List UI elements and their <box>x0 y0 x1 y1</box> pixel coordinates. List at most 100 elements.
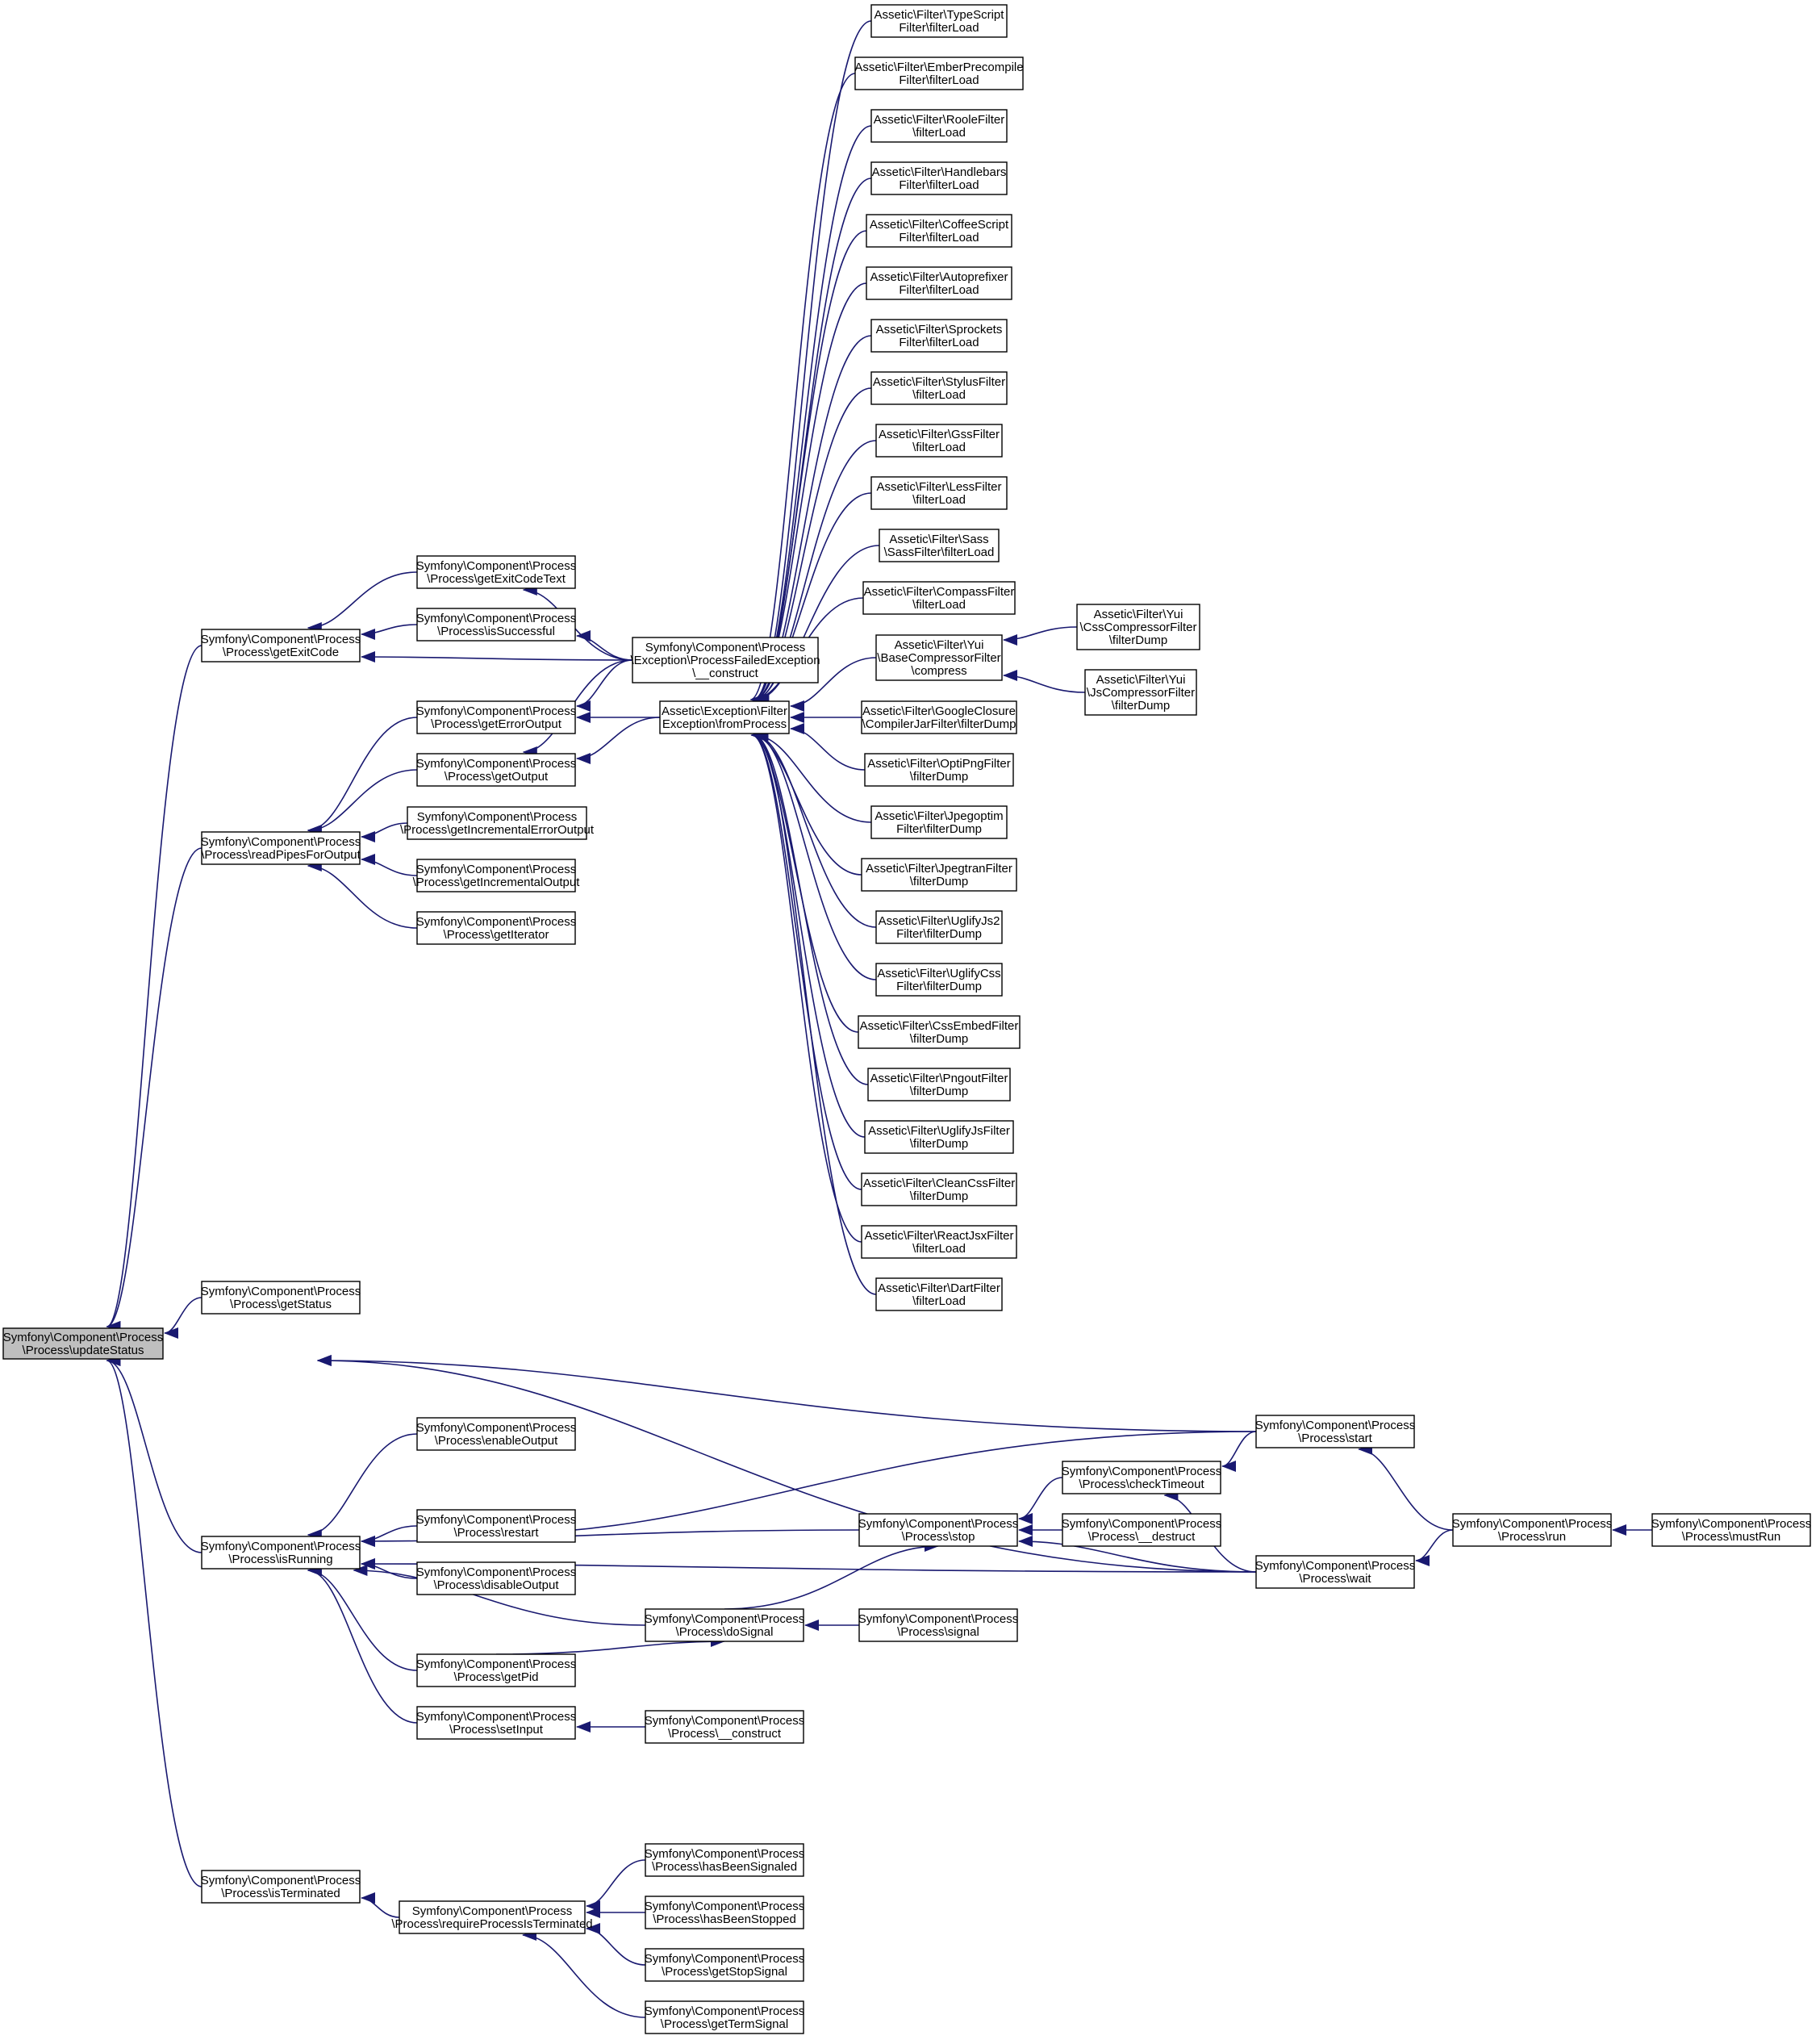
node-processFailedConstruct[interactable]: Symfony\Component\Process\Exception\Proc… <box>630 637 820 683</box>
node-pngout[interactable]: Assetic\Filter\PngoutFilter\filterDump <box>867 1068 1011 1101</box>
node-enableOutput[interactable]: Symfony\Component\Process\Process\enable… <box>416 1417 576 1451</box>
edge-getPid-to-doSignal <box>495 1636 725 1655</box>
node-handlebars[interactable]: Assetic\Filter\HandlebarsFilter\filterLo… <box>870 161 1008 195</box>
edge-pngout-to-fromProcess <box>752 729 869 1085</box>
edge-fromProcess-to-getOutput <box>576 717 661 764</box>
node-typeScript[interactable]: Assetic\Filter\TypeScriptFilter\filterLo… <box>870 4 1008 38</box>
edge-uglifyCss-to-fromProcess <box>753 729 877 980</box>
node-yuiCompress[interactable]: Assetic\Filter\Yui\BaseCompressorFilter\… <box>875 634 1003 681</box>
node-fromProcess[interactable]: Assetic\Exception\FilterException\fromPr… <box>659 700 790 734</box>
node-label-line: Symfony\Component\Process <box>416 1710 576 1724</box>
node-getIncrementalErrorOutput[interactable]: Symfony\Component\Process\Process\getInc… <box>400 806 595 840</box>
node-box <box>416 555 576 589</box>
node-checkTimeout[interactable]: Symfony\Component\Process\Process\checkT… <box>1062 1461 1221 1494</box>
node-getExitCode[interactable]: Symfony\Component\Process\Process\getExi… <box>201 629 361 663</box>
node-getTermSignal[interactable]: Symfony\Component\Process\Process\getTer… <box>645 2000 804 2034</box>
node-getIterator[interactable]: Symfony\Component\Process\Process\getIte… <box>416 911 576 945</box>
node-label-line: \Process\getTermSignal <box>661 2017 788 2031</box>
node-signal[interactable]: Symfony\Component\Process\Process\signal <box>858 1608 1018 1642</box>
node-label-line: Symfony\Component\Process <box>416 915 576 929</box>
node-getOutput[interactable]: Symfony\Component\Process\Process\getOut… <box>416 753 576 787</box>
node-label-line: Symfony\Component\Process <box>201 633 361 646</box>
node-uglifyJs2[interactable]: Assetic\Filter\UglifyJs2Filter\filterDum… <box>875 910 1003 944</box>
node-label-line: Assetic\Filter\Sass <box>889 533 988 546</box>
node-label-line: Assetic\Filter\UglifyJsFilter <box>868 1124 1010 1138</box>
node-box <box>858 1015 1021 1049</box>
node-setInput[interactable]: Symfony\Component\Process\Process\setInp… <box>416 1706 576 1740</box>
node-box <box>875 910 1003 944</box>
node-less[interactable]: Assetic\Filter\LessFilter\filterLoad <box>870 476 1008 510</box>
node-label-line: \Process\getOutput <box>445 770 549 784</box>
node-yuiJs[interactable]: Assetic\Filter\Yui\JsCompressorFilter\fi… <box>1084 669 1197 716</box>
node-label-line: \JsCompressorFilter <box>1087 686 1195 700</box>
node-restart[interactable]: Symfony\Component\Process\Process\restar… <box>416 1509 576 1543</box>
node-getStopSignal[interactable]: Symfony\Component\Process\Process\getSto… <box>645 1948 804 1982</box>
node-yuiCss[interactable]: Assetic\Filter\Yui\CssCompressorFilter\f… <box>1076 604 1200 650</box>
node-emberPrecompile[interactable]: Assetic\Filter\EmberPrecompileFilter\fil… <box>854 56 1024 90</box>
edge-hasBeenSignaled-to-requireProcessIsTerminated <box>586 1859 646 1912</box>
edge-start-to-updateStatus <box>316 1355 1257 1432</box>
node-doSignal[interactable]: Symfony\Component\Process\Process\doSign… <box>645 1608 804 1642</box>
node-label-line: Assetic\Filter\TypeScript <box>875 8 1005 22</box>
node-wait[interactable]: Symfony\Component\Process\Process\wait <box>1255 1555 1415 1589</box>
node-label-line: Symfony\Component\Process <box>201 835 361 849</box>
node-jpegoptim[interactable]: Assetic\Filter\JpegoptimFilter\filterDum… <box>870 805 1008 839</box>
node-gss[interactable]: Assetic\Filter\GssFilter\filterLoad <box>875 424 1003 458</box>
node-cleanCss[interactable]: Assetic\Filter\CleanCssFilter\filterDump <box>861 1172 1017 1206</box>
node-box <box>870 109 1008 143</box>
node-uglifyCss[interactable]: Assetic\Filter\UglifyCssFilter\filterDum… <box>875 963 1003 997</box>
node-label-line: Symfony\Component\Process <box>645 1900 804 1913</box>
node-run[interactable]: Symfony\Component\Process\Process\run <box>1452 1513 1612 1547</box>
node-readPipesForOutput[interactable]: Symfony\Component\Process\Process\readPi… <box>201 831 361 865</box>
node-isTerminated[interactable]: Symfony\Component\Process\Process\isTerm… <box>201 1870 361 1904</box>
node-label-line: Assetic\Filter\Yui <box>1096 673 1186 687</box>
node-label-line: Assetic\Exception\Filter <box>662 704 787 718</box>
node-box <box>870 805 1008 839</box>
node-start[interactable]: Symfony\Component\Process\Process\start <box>1255 1415 1415 1448</box>
node-box <box>870 371 1008 405</box>
node-optiPng[interactable]: Assetic\Filter\OptiPngFilter\filterDump <box>864 753 1014 787</box>
node-stylus[interactable]: Assetic\Filter\StylusFilter\filterLoad <box>870 371 1008 405</box>
node-box <box>875 634 1003 681</box>
node-box <box>858 1608 1018 1642</box>
node-mustRun[interactable]: Symfony\Component\Process\Process\mustRu… <box>1651 1513 1811 1547</box>
node-cssEmbed[interactable]: Assetic\Filter\CssEmbedFilter\filterDump <box>858 1015 1021 1049</box>
node-autoprefixer[interactable]: Assetic\Filter\AutoprefixerFilter\filter… <box>866 266 1012 300</box>
node-dart[interactable]: Assetic\Filter\DartFilter\filterLoad <box>875 1277 1003 1311</box>
node-disableOutput[interactable]: Symfony\Component\Process\Process\disabl… <box>416 1561 576 1595</box>
node-box <box>416 1417 576 1451</box>
edge-getExitCodeText-to-getExitCode <box>307 571 418 633</box>
node-stop[interactable]: Symfony\Component\Process\Process\stop <box>858 1513 1018 1547</box>
node-isRunning[interactable]: Symfony\Component\Process\Process\isRunn… <box>201 1536 361 1570</box>
node-getErrorOutput[interactable]: Symfony\Component\Process\Process\getErr… <box>416 700 576 734</box>
node-getExitCodeText[interactable]: Symfony\Component\Process\Process\getExi… <box>416 555 576 589</box>
node-compass[interactable]: Assetic\Filter\CompassFilter\filterLoad <box>862 581 1016 615</box>
node-sass[interactable]: Assetic\Filter\Sass\SassFilter\filterLoa… <box>879 529 1000 562</box>
node-roole[interactable]: Assetic\Filter\RooleFilter\filterLoad <box>870 109 1008 143</box>
node-updateStatus[interactable]: Symfony\Component\Process\Process\update… <box>2 1327 164 1360</box>
edge-doSignal-to-stop <box>724 1540 939 1610</box>
node-isSuccessful[interactable]: Symfony\Component\Process\Process\isSucc… <box>416 608 576 642</box>
node-label-line: \filterLoad <box>912 441 966 454</box>
node-box <box>645 1608 804 1642</box>
node-label-line: \filterDump <box>910 1032 969 1046</box>
node-destruct[interactable]: Symfony\Component\Process\Process\__dest… <box>1062 1513 1221 1547</box>
node-sprockets[interactable]: Assetic\Filter\SprocketsFilter\filterLoa… <box>870 319 1008 353</box>
node-box <box>1062 1461 1221 1494</box>
node-processConstruct[interactable]: Symfony\Component\Process\Process\__cons… <box>645 1710 804 1744</box>
node-getIncrementalOutput[interactable]: Symfony\Component\Process\Process\getInc… <box>413 859 581 892</box>
node-uglifyJs[interactable]: Assetic\Filter\UglifyJsFilter\filterDump <box>864 1120 1014 1154</box>
edge-restart-to-isRunning <box>361 1525 418 1547</box>
node-box <box>1255 1415 1415 1448</box>
node-hasBeenStopped[interactable]: Symfony\Component\Process\Process\hasBee… <box>645 1896 804 1929</box>
node-getPid[interactable]: Symfony\Component\Process\Process\getPid <box>416 1653 576 1687</box>
node-coffeeScript[interactable]: Assetic\Filter\CoffeeScriptFilter\filter… <box>866 214 1012 248</box>
node-label-line: Symfony\Component\Process <box>645 1714 804 1728</box>
node-getStatus[interactable]: Symfony\Component\Process\Process\getSta… <box>201 1281 361 1315</box>
node-hasBeenSignaled[interactable]: Symfony\Component\Process\Process\hasBee… <box>645 1843 804 1877</box>
node-googleClosure[interactable]: Assetic\Filter\GoogleClosure\CompilerJar… <box>861 700 1017 734</box>
node-box <box>879 529 1000 562</box>
node-jpegtran[interactable]: Assetic\Filter\JpegtranFilter\filterDump <box>861 858 1017 892</box>
node-requireProcessIsTerminated[interactable]: Symfony\Component\Process\Process\requir… <box>391 1900 593 1934</box>
node-reactJsx[interactable]: Assetic\Filter\ReactJsxFilter\filterLoad <box>861 1225 1017 1259</box>
